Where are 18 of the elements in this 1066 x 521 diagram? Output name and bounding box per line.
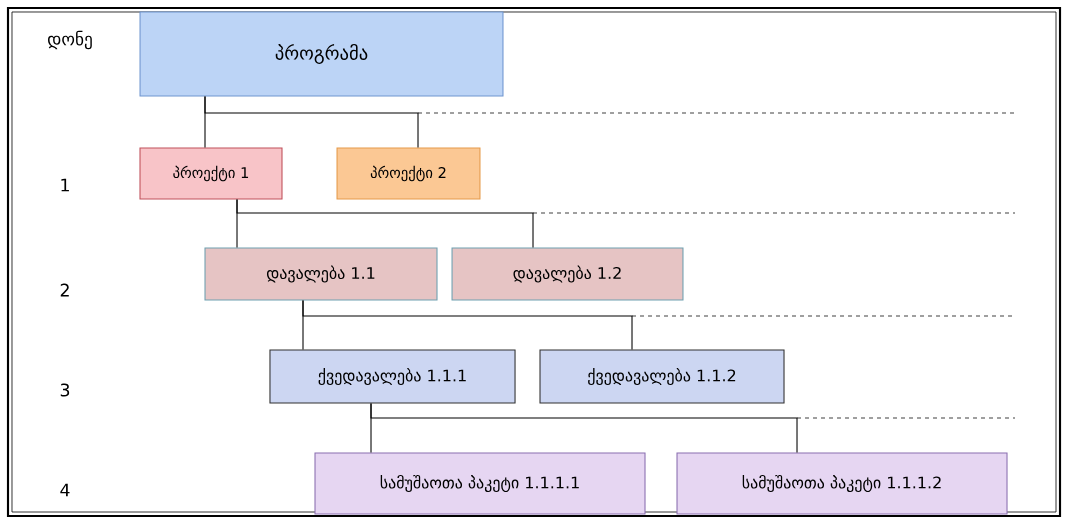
level-box: პროექტი 2 (336, 147, 481, 200)
level-box: სამუშაოთა პაკეტი 1.1.1.2 (676, 452, 1008, 515)
level-label: 3 (60, 383, 70, 397)
connector-line (236, 198, 534, 248)
level-label: 1 (61, 178, 69, 192)
level-box: სამუშაოთა პაკეტი 1.1.1.1 (314, 452, 646, 515)
connector-line (204, 96, 419, 149)
level-box: დავალება 1.2 (451, 247, 684, 301)
level-box: პროგრამა (139, 11, 504, 97)
level-box: ქვედავალება 1.1.2 (539, 349, 785, 404)
level-label: 2 (60, 283, 69, 297)
level-box: პროექტი 1 (139, 147, 283, 200)
level-box: ქვედავალება 1.1.1 (269, 349, 516, 404)
connector-line (370, 403, 798, 453)
level-label: 4 (60, 483, 70, 497)
level-box: დავალება 1.1 (204, 247, 438, 301)
connector-line (302, 300, 633, 350)
level-label: დონე (48, 30, 92, 50)
